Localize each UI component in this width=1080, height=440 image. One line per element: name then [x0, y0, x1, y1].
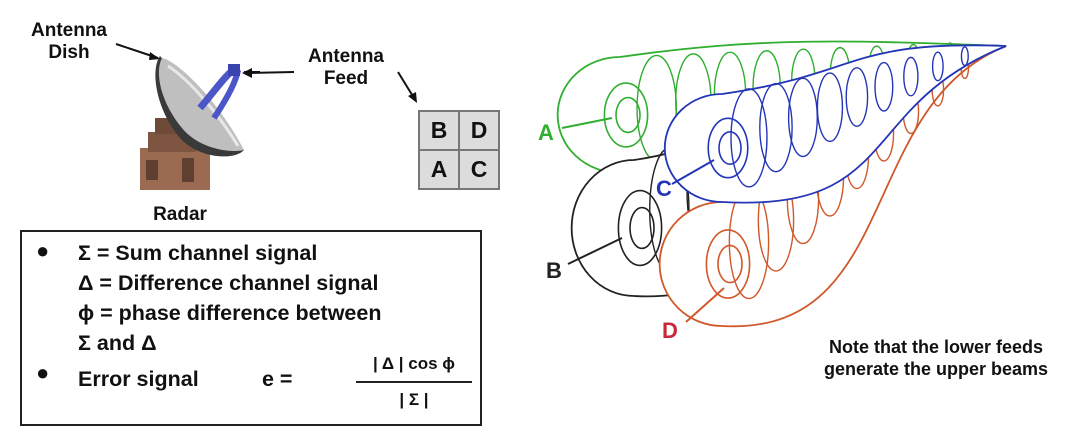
- beam-note: Note that the lower feeds generate the u…: [823, 337, 1049, 379]
- sum-definition: Σ = Sum channel signal: [78, 241, 318, 265]
- antenna-feed-arm: [197, 64, 241, 120]
- feed-quadrant-grid: B D A C: [418, 110, 500, 190]
- beam-label-c: C: [656, 176, 672, 201]
- feed-pointer-arrows: [242, 68, 417, 103]
- fraction-bar: [356, 381, 472, 383]
- beam-a-core-ring: [615, 96, 641, 134]
- beam-b-core-ring: [629, 206, 655, 250]
- radar-text: Radar: [153, 204, 207, 225]
- beam-b-leader: [567, 237, 623, 265]
- beam-c-core-ring: [718, 131, 742, 166]
- feed-cell-c: C: [460, 151, 498, 188]
- beam-c-ring: [931, 51, 944, 82]
- difference-definition: Δ = Difference channel signal: [78, 271, 379, 295]
- beam-d-leader: [685, 287, 725, 323]
- feed-cell-a: A: [420, 151, 458, 188]
- beam-c-ring: [730, 88, 768, 188]
- beam-label-b: B: [546, 258, 562, 283]
- beam-d-core-ring: [717, 244, 743, 284]
- beam-c-ring: [816, 72, 844, 143]
- beam-c-leader: [671, 159, 715, 185]
- feed-cell-b: B: [420, 112, 458, 149]
- beam-b-inner-ring: [617, 189, 663, 267]
- error-denominator: | Σ |: [399, 390, 429, 409]
- feed-cell-d: D: [460, 112, 498, 149]
- equation-box: ● Σ = Sum channel signal Δ = Difference …: [20, 230, 482, 426]
- antenna-dish-label: Antenna Dish: [24, 20, 114, 64]
- beam-d-inner-ring: [705, 229, 751, 299]
- error-signal-label: Error signal: [78, 367, 199, 391]
- beam-a-inner-ring: [603, 82, 649, 148]
- beam-label-a: A: [538, 120, 554, 145]
- error-equation-lhs: e =: [262, 367, 293, 391]
- bullet-1: ●: [36, 238, 50, 263]
- beam-c-inner-ring: [707, 117, 749, 179]
- beam-a-leader: [561, 117, 613, 129]
- bullet-2: ●: [36, 360, 50, 385]
- antenna-dish-text: Antenna Dish: [31, 20, 107, 63]
- phase-definition: ϕ = phase difference between: [78, 301, 382, 325]
- beam-c-ring: [903, 56, 919, 97]
- antenna-feed-text: Antenna Feed: [308, 46, 384, 89]
- phase-definition-cont: Σ and Δ: [78, 331, 157, 355]
- antenna-feed-label: Antenna Feed: [296, 46, 396, 90]
- beam-c-ring: [960, 46, 969, 67]
- radar-label: Radar: [130, 204, 230, 226]
- beam-label-d: D: [662, 318, 678, 343]
- beam-c-ring: [874, 61, 894, 112]
- radar-illustration: [115, 43, 260, 190]
- beam-c-envelope: [663, 44, 1007, 204]
- beam-c-ring: [759, 82, 793, 173]
- beam-c-ring: [845, 67, 869, 127]
- error-numerator: | Δ | cos ϕ: [372, 354, 456, 373]
